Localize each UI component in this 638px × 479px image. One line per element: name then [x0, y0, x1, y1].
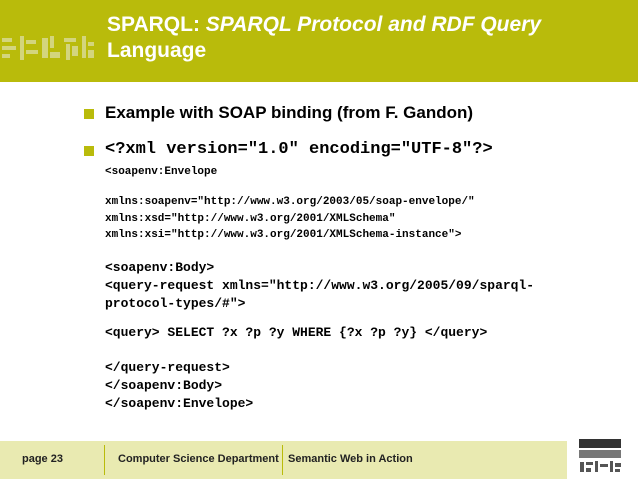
school-emblem-icon [2, 36, 94, 60]
code-line-query-request: <query-request xmlns="http://www.w3.org/… [105, 278, 535, 293]
footer-course: Semantic Web in Action [288, 453, 413, 465]
code-line-body-close: </soapenv:Body> [105, 378, 223, 393]
title-prefix: SPARQL: [107, 13, 206, 36]
footer-bar [0, 441, 567, 479]
code-line-ns-xsd: xmlns:xsd="http://www.w3.org/2001/XMLSch… [105, 213, 396, 225]
code-line-ns-soapenv: xmlns:soapenv="http://www.w3.org/2003/05… [105, 196, 475, 208]
title-italic: SPARQL Protocol and RDF Query [205, 13, 542, 36]
page-number: page 23 [22, 453, 63, 465]
code-line-query-request-close: </query-request> [105, 360, 230, 375]
slide-footer: page 23 Computer Science Department Sema… [0, 437, 638, 479]
footer-department: Computer Science Department [118, 453, 279, 465]
telecom-bretagne-logo-icon [577, 437, 623, 475]
footer-divider [104, 445, 105, 475]
code-line-ns-xsi: xmlns:xsi="http://www.w3.org/2001/XMLSch… [105, 229, 462, 241]
code-line-envelope-close: </soapenv:Envelope> [105, 396, 254, 411]
slide-title: SPARQL: SPARQL Protocol and RDF Query La… [107, 12, 627, 64]
title-line2: Language [107, 39, 207, 62]
code-line-envelope: <soapenv:Envelope [105, 166, 218, 178]
bullet-square-icon [84, 109, 94, 119]
code-line-query: <query> SELECT ?x ?p ?y WHERE {?x ?p ?y}… [105, 325, 488, 340]
footer-divider [282, 445, 283, 475]
bullet-square-icon [84, 146, 94, 156]
slide-header: SPARQL: SPARQL Protocol and RDF Query La… [0, 0, 638, 82]
code-line-body: <soapenv:Body> [105, 260, 215, 275]
code-line-protocol-types: protocol-types/#"> [105, 296, 246, 311]
bullet-text-example: Example with SOAP binding (from F. Gando… [105, 103, 474, 122]
bullet-text-xml-declaration: <?xml version="1.0" encoding="UTF-8"?> [105, 140, 493, 159]
